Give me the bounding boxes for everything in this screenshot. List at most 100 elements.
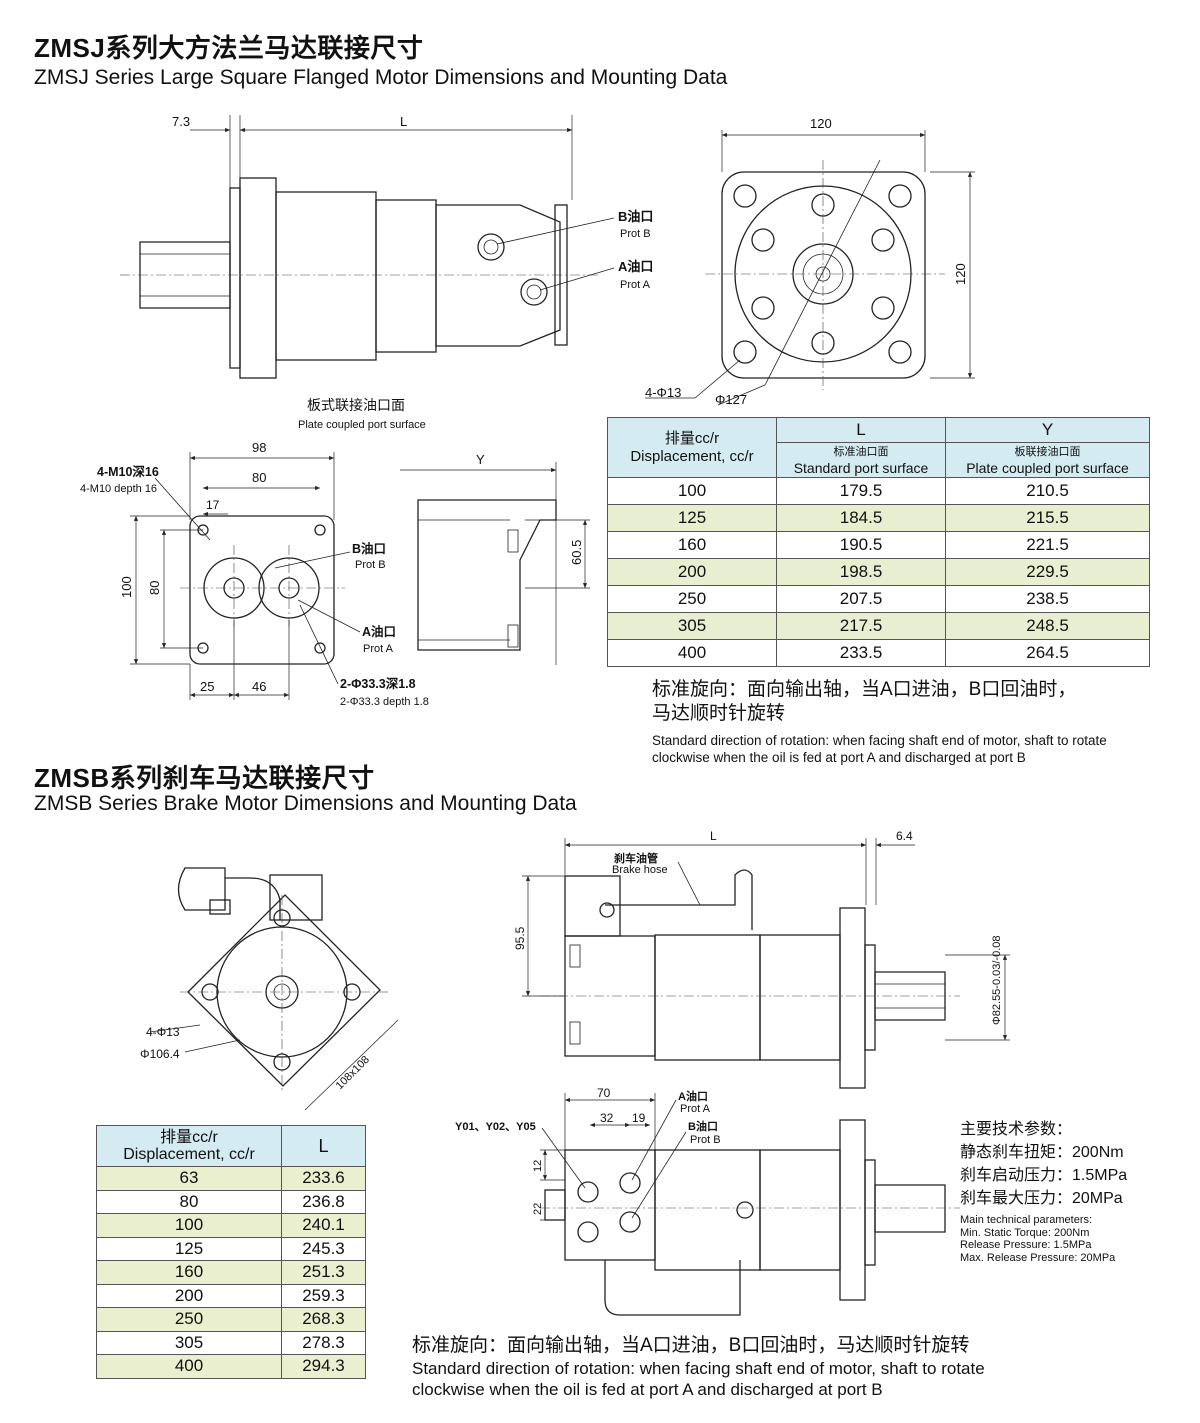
bottom-dim-22: 22 [532, 1203, 544, 1215]
plate-dim-80-h: 80 [252, 470, 266, 485]
bottom-port-a-zh: A油口 [678, 1089, 708, 1103]
zmsj-note-zh-2: 马达顺时针旋转 [652, 703, 786, 724]
zmsb-title-en: ZMSB Series Brake Motor Dimensions and M… [34, 792, 577, 815]
zmsj-front-view: 120 120 4-Φ13 Φ127 [645, 116, 975, 407]
tech-en-3: Max. Release Pressure: 20MPa [960, 1251, 1116, 1264]
dim-L: L [400, 114, 407, 129]
plate-dim-100: 100 [119, 576, 134, 598]
tech-zh-3: 刹车最大压力：20MPa [960, 1190, 1123, 1207]
t2-head-disp: 排量cc/r Displacement, cc/r [96, 1125, 282, 1167]
brake-dim-L: L [710, 829, 717, 843]
bottom-dim-70: 70 [597, 1086, 611, 1100]
zmsj-title-zh: ZMSJ系列大方法兰马达联接尺寸 [34, 33, 424, 63]
zmsj-note-en-1: Standard direction of rotation: when fac… [652, 733, 1107, 748]
front-dim-120-w: 120 [810, 116, 832, 131]
plate-dim-60-5: 60.5 [569, 540, 584, 565]
zmsb-front-view: 4-Φ13 Φ106.4 108x108 [140, 867, 399, 1111]
plate-dim-80-v: 80 [147, 581, 162, 595]
side-port-b-en: Prot B [620, 228, 651, 240]
zmsj-side-view: 7.3 L B油口 Prot B A油口 Prot A [120, 114, 653, 379]
plate-caption-zh: 板式联接油口面 [307, 397, 405, 413]
front-pilot: Φ127 [715, 392, 747, 407]
brake-dim-6-4: 6.4 [896, 829, 913, 843]
zmsj-note-zh-1: 标准旋向：面向输出轴，当A口进油，B口回油时， [652, 679, 1077, 700]
plate-port-b-en: Prot B [355, 559, 386, 571]
plate-dim-25: 25 [200, 679, 214, 694]
plate-port-b-zh: B油口 [352, 541, 386, 556]
t1-head-plate: 板联接油口面 Plate coupled port surface [945, 442, 1150, 478]
t1-head-Y: Y [945, 417, 1150, 443]
tech-zh-0: 主要技术参数： [960, 1121, 1073, 1138]
zmsj-rotation-note: 标准旋向：面向输出轴，当A口进油，B口回油时， 马达顺时针旋转 Standard… [652, 678, 1107, 766]
t1-head-std: 标准油口面 Standard port surface [775, 442, 947, 478]
zmsb-title-zh: ZMSB系列刹车马达联接尺寸 [34, 763, 375, 793]
t1-head-disp: 排量cc/r Displacement, cc/r [607, 417, 777, 478]
front-holes: 4-Φ13 [645, 385, 681, 400]
tech-en-2: Release Pressure: 1.5MPa [960, 1239, 1092, 1251]
zmsb-rotation-note: 标准旋向：面向输出轴，当A口进油，B口回油时，马达顺时针旋转 Standard … [412, 1334, 985, 1400]
bottom-dim-32: 32 [600, 1111, 614, 1125]
plate-port-a-en: Prot A [363, 643, 394, 655]
plate-bore-en: 2-Φ33.3 depth 1.8 [340, 696, 429, 708]
zmsj-plate-view: 板式联接油口面 Plate coupled port surface 98 80… [80, 397, 590, 708]
plate-dim-46: 46 [252, 679, 266, 694]
bottom-port-a-en: Prot A [680, 1103, 711, 1115]
bottom-dim-12: 12 [532, 1160, 544, 1172]
zmsb-bottom-view: 70 32 19 Y01、Y02、Y05 A油口 Prot A B油口 Prot… [455, 1086, 960, 1316]
brake-front-holes: 4-Φ13 [146, 1025, 180, 1039]
plate-dim-98: 98 [252, 440, 266, 455]
zmsj-title-en: ZMSJ Series Large Square Flanged Motor D… [34, 66, 728, 89]
plate-port-a-zh: A油口 [362, 624, 396, 639]
plate-bore-zh: 2-Φ33.3深1.8 [340, 676, 416, 691]
tech-en-1: Min. Static Torque: 200Nm [960, 1226, 1090, 1239]
plate-thread-en: 4-M10 depth 16 [80, 483, 157, 495]
brake-front-pilot: Φ106.4 [140, 1047, 180, 1061]
dim-7-3: 7.3 [172, 114, 190, 129]
brake-dim-95-5: 95.5 [513, 926, 527, 950]
brake-dim-pilot: Φ82.55-0.03/-0.08 [991, 935, 1003, 1025]
tech-zh-2: 刹车启动压力：1.5MPa [960, 1167, 1128, 1184]
plate-thread-zh: 4-M10深16 [97, 464, 159, 479]
tech-en-0: Main technical parameters: [960, 1214, 1093, 1226]
zmsj-dimension-table: 排量cc/r Displacement, cc/r L Y 标准油口面 Stan… [607, 417, 1150, 667]
side-port-b-zh: B油口 [618, 209, 653, 224]
zmsb-side-view: L 6.4 刹车油管 Brake hose 95.5 Φ82.55-0.03/-… [513, 829, 1010, 1089]
bottom-dim-19: 19 [632, 1111, 646, 1125]
zmsb-tech-params: 主要技术参数： 静态刹车扭矩：200Nm 刹车启动压力：1.5MPa 刹车最大压… [960, 1118, 1127, 1264]
bottom-port-b-zh: B油口 [688, 1119, 718, 1133]
t2-head-L: L [281, 1125, 366, 1167]
bottom-ports: Y01、Y02、Y05 [455, 1121, 536, 1133]
brake-hose-en: Brake hose [612, 864, 668, 876]
plate-dim-17: 17 [206, 498, 220, 512]
zmsb-note-en-2: clockwise when the oil is fed at port A … [412, 1380, 883, 1399]
side-port-a-zh: A油口 [618, 259, 653, 274]
plate-caption-en: Plate coupled port surface [298, 419, 426, 431]
front-dim-120-h: 120 [953, 263, 968, 285]
zmsb-note-en-1: Standard direction of rotation: when fac… [412, 1359, 985, 1378]
zmsj-note-en-2: clockwise when the oil is fed at port A … [652, 750, 1026, 765]
tech-zh-1: 静态刹车扭矩：200Nm [960, 1144, 1124, 1161]
plate-dim-Y: Y [476, 452, 485, 467]
brake-hose-zh: 刹车油管 [614, 851, 658, 865]
t1-head-L: L [775, 417, 947, 443]
brake-front-square: 108x108 [334, 1054, 372, 1092]
side-port-a-en: Prot A [620, 279, 651, 291]
zmsb-note-zh: 标准旋向：面向输出轴，当A口进油，B口回油时，马达顺时针旋转 [412, 1335, 970, 1356]
